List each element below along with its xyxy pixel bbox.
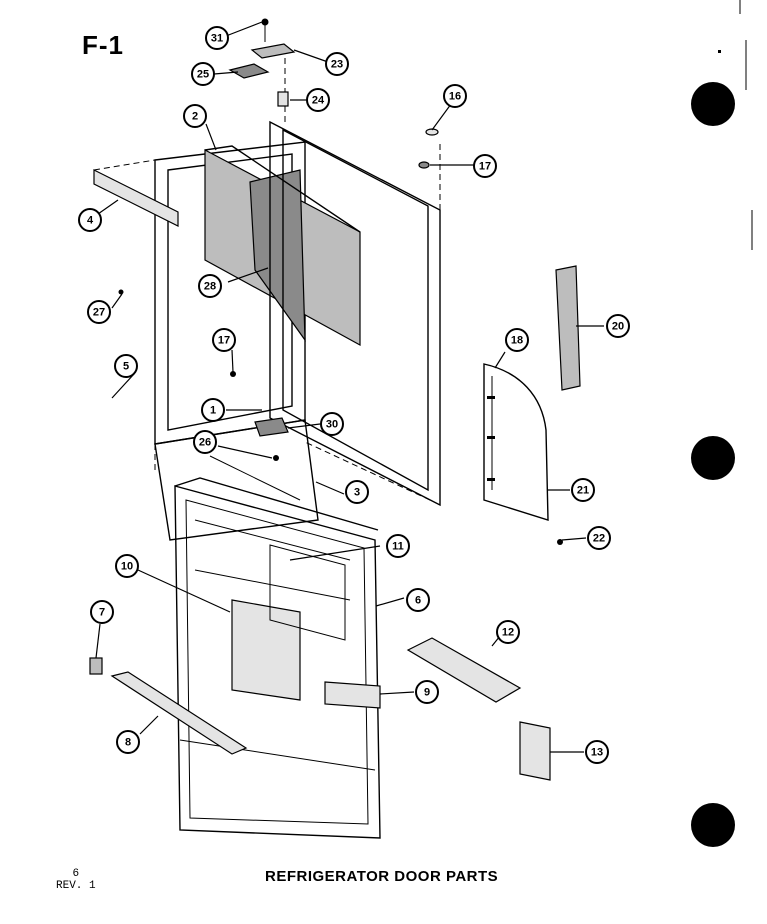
callout-label: 26	[199, 437, 211, 449]
callout-4: 4	[78, 208, 102, 232]
callout-27: 27	[87, 300, 111, 324]
callout-22: 22	[587, 526, 611, 550]
callout-25: 25	[191, 62, 215, 86]
callout-label: 27	[93, 307, 105, 319]
callout-label: 3	[354, 487, 360, 499]
binder-hole-middle	[691, 436, 735, 480]
callout-21: 21	[571, 478, 595, 502]
callout-5: 5	[114, 354, 138, 378]
callout-label: 24	[312, 95, 325, 107]
callout-12: 12	[496, 620, 520, 644]
divider-frame	[154, 419, 319, 541]
callout-label: 8	[125, 737, 131, 749]
top-hinge-assembly	[228, 18, 296, 125]
callout-label: 28	[204, 281, 216, 293]
callout-9: 9	[415, 680, 439, 704]
trim-strip	[93, 169, 179, 227]
shelf-12	[406, 637, 522, 703]
handle-strip-8	[110, 671, 248, 755]
callout-leaders	[95, 21, 604, 753]
callout-label: 7	[99, 607, 105, 619]
callout-label: 2	[192, 111, 198, 123]
callout-label: 17	[218, 335, 230, 347]
outer-door-panel	[174, 477, 381, 839]
callout-label: 20	[612, 321, 624, 333]
callout-18: 18	[505, 328, 529, 352]
callout-label: 9	[424, 687, 430, 699]
figure-caption: REFRIGERATOR DOOR PARTS	[265, 868, 499, 885]
callout-label: 6	[415, 595, 421, 607]
clip-7	[89, 657, 103, 675]
callout-23: 23	[325, 52, 349, 76]
binder-hole-top	[691, 82, 735, 126]
callout-label: 10	[121, 561, 133, 573]
figure-id: F-1	[82, 30, 124, 60]
callout-2: 2	[183, 104, 207, 128]
callout-3: 3	[345, 480, 369, 504]
callout-label: 31	[211, 33, 223, 45]
callout-label: 18	[511, 335, 523, 347]
callout-10: 10	[115, 554, 139, 578]
binder-hole-bottom	[691, 803, 735, 847]
callout-24: 24	[306, 88, 330, 112]
callout-17: 17	[212, 328, 236, 352]
callout-17: 17	[473, 154, 497, 178]
callout-13: 13	[585, 740, 609, 764]
callout-label: 11	[392, 541, 404, 553]
callout-balloons: 31 23 25 24 16 2 17 4 28 20 27 17 18 5 1 30 26 3 21 22 11 10 6…	[78, 26, 630, 764]
callout-1: 1	[201, 398, 225, 422]
callout-31: 31	[205, 26, 229, 50]
callout-20: 20	[606, 314, 630, 338]
callout-label: 22	[593, 533, 605, 545]
scan-edge-marks	[718, 0, 753, 250]
callout-label: 5	[123, 361, 129, 373]
callout-label: 12	[502, 627, 514, 639]
callout-16: 16	[443, 84, 467, 108]
callout-label: 4	[87, 215, 94, 227]
callout-26: 26	[193, 430, 217, 454]
callout-label: 1	[210, 405, 216, 417]
callout-label: 13	[591, 747, 603, 759]
callout-30: 30	[320, 412, 344, 436]
callout-label: 21	[577, 485, 589, 497]
revision-label: REV. 1	[56, 880, 96, 892]
shelf-9	[324, 681, 381, 709]
callout-6: 6	[406, 588, 430, 612]
door-bin-18	[483, 363, 549, 521]
bracket-20	[555, 265, 581, 391]
callout-8: 8	[116, 730, 140, 754]
callout-11: 11	[386, 534, 410, 558]
callout-label: 16	[449, 91, 461, 103]
callout-7: 7	[90, 600, 114, 624]
panel-13	[519, 721, 551, 781]
page-number-block: 6 REV. 1	[56, 868, 96, 892]
fasteners	[118, 128, 563, 545]
page-number: 6	[72, 868, 80, 880]
callout-label: 23	[331, 59, 343, 71]
callout-label: 25	[197, 69, 209, 81]
door-gasket-frame	[269, 120, 441, 507]
callout-label: 30	[326, 419, 338, 431]
callout-label: 17	[479, 161, 491, 173]
bracket-30	[254, 417, 289, 437]
callout-28: 28	[198, 274, 222, 298]
